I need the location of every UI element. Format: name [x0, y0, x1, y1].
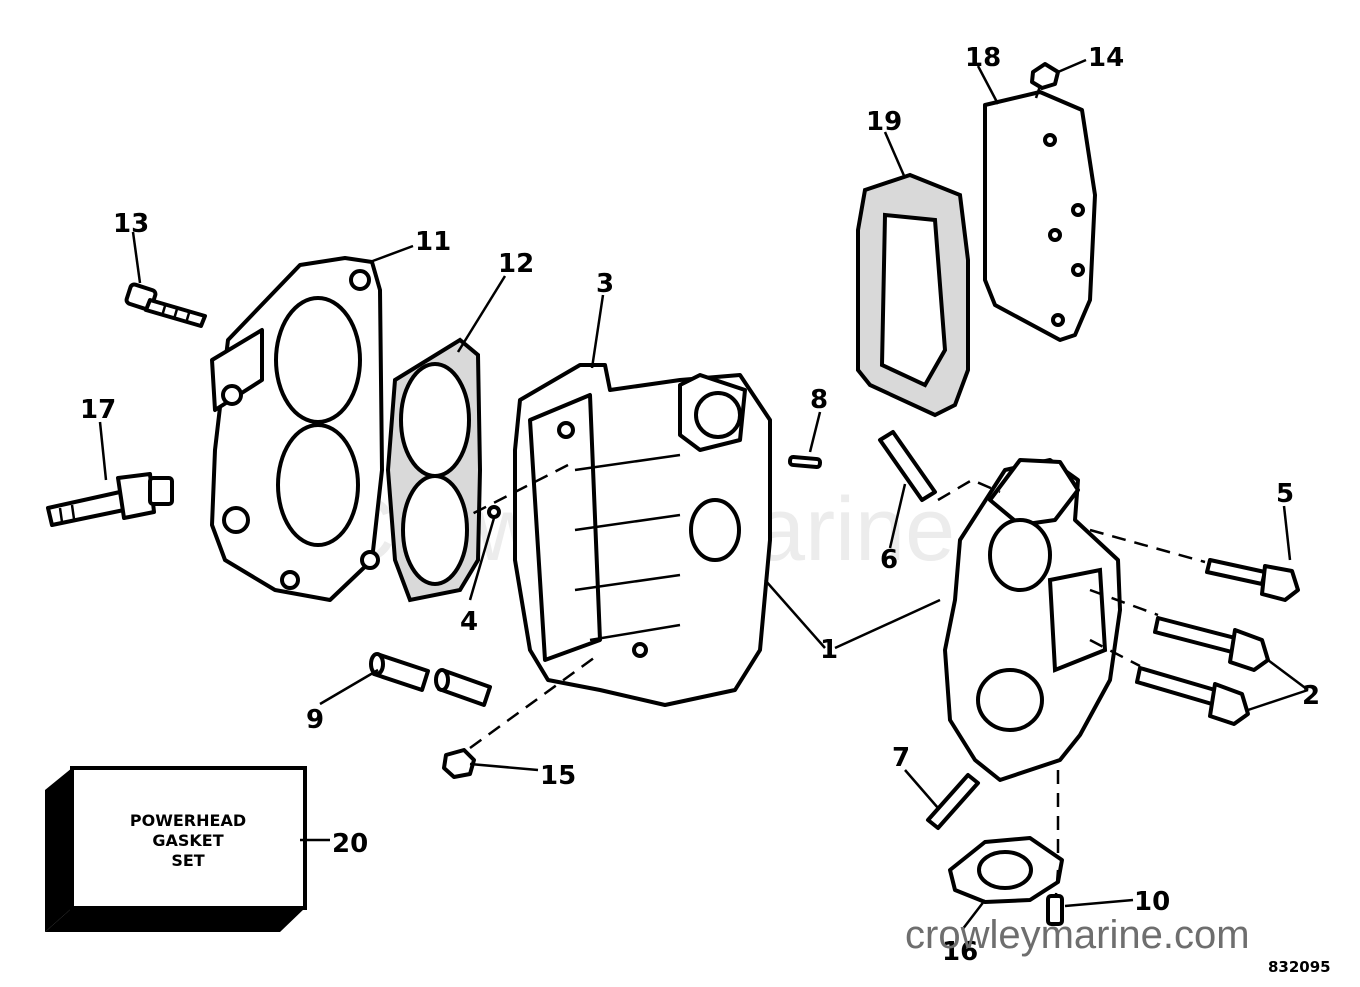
part-5-bolt	[1205, 558, 1300, 602]
callout-19: 19	[866, 107, 902, 137]
alignment-lines	[469, 463, 1206, 896]
callout-20: 20	[332, 829, 368, 859]
callout-2: 2	[1302, 681, 1320, 711]
callout-8: 8	[810, 385, 828, 415]
part-9-dowels	[369, 652, 492, 707]
callout-1: 1	[820, 635, 838, 665]
callout-14: 14	[1088, 43, 1124, 73]
callout-17: 17	[80, 395, 116, 425]
part-2-bolts	[1135, 616, 1270, 726]
gasket-box-line3: SET	[171, 851, 204, 870]
callout-6: 6	[880, 545, 898, 575]
part-14-screw	[1030, 62, 1060, 99]
gasket-box-line2: GASKET	[152, 831, 223, 850]
gasket-box-line1: POWERHEAD	[130, 811, 246, 830]
part-19-cover-gasket	[856, 172, 970, 418]
part-11-cylinder-head	[210, 256, 384, 602]
callout-10: 10	[1134, 887, 1170, 917]
part-17-sensor	[46, 472, 174, 527]
part-3-cylinder-block	[513, 363, 772, 707]
part-4-pin	[487, 505, 501, 519]
part-15-plug	[442, 748, 476, 779]
callout-11: 11	[415, 227, 451, 257]
part-8-pin	[787, 454, 823, 470]
callout-15: 15	[540, 761, 576, 791]
part-6-pin	[878, 430, 937, 502]
callout-5: 5	[1276, 479, 1294, 509]
part-13-bolt	[124, 282, 207, 328]
callout-16: 16	[942, 937, 978, 967]
part-1-housing	[943, 458, 1122, 782]
part-16-cover-plate	[948, 836, 1064, 904]
callout-9: 9	[306, 705, 324, 735]
callout-12: 12	[498, 249, 534, 279]
part-18-cover	[983, 90, 1097, 342]
leader-lines	[98, 58, 1309, 931]
callout-7: 7	[892, 743, 910, 773]
part-10-screw	[1046, 894, 1064, 926]
callout-4: 4	[460, 607, 478, 637]
callout-18: 18	[965, 43, 1001, 73]
callout-numbers: 1 2 3 4 5 6 7 8 9 10 11 12 13 14 15 16 1…	[80, 43, 1320, 967]
callout-3: 3	[596, 269, 614, 299]
part-20-gasket-set-box: POWERHEAD GASKET SET	[45, 766, 307, 932]
website-text: crowleymarine.com	[905, 913, 1250, 957]
part-12-head-gasket	[385, 337, 483, 603]
drawing-code: 832095	[1268, 958, 1331, 976]
part-7-pin	[926, 773, 980, 830]
callout-13: 13	[113, 209, 149, 239]
